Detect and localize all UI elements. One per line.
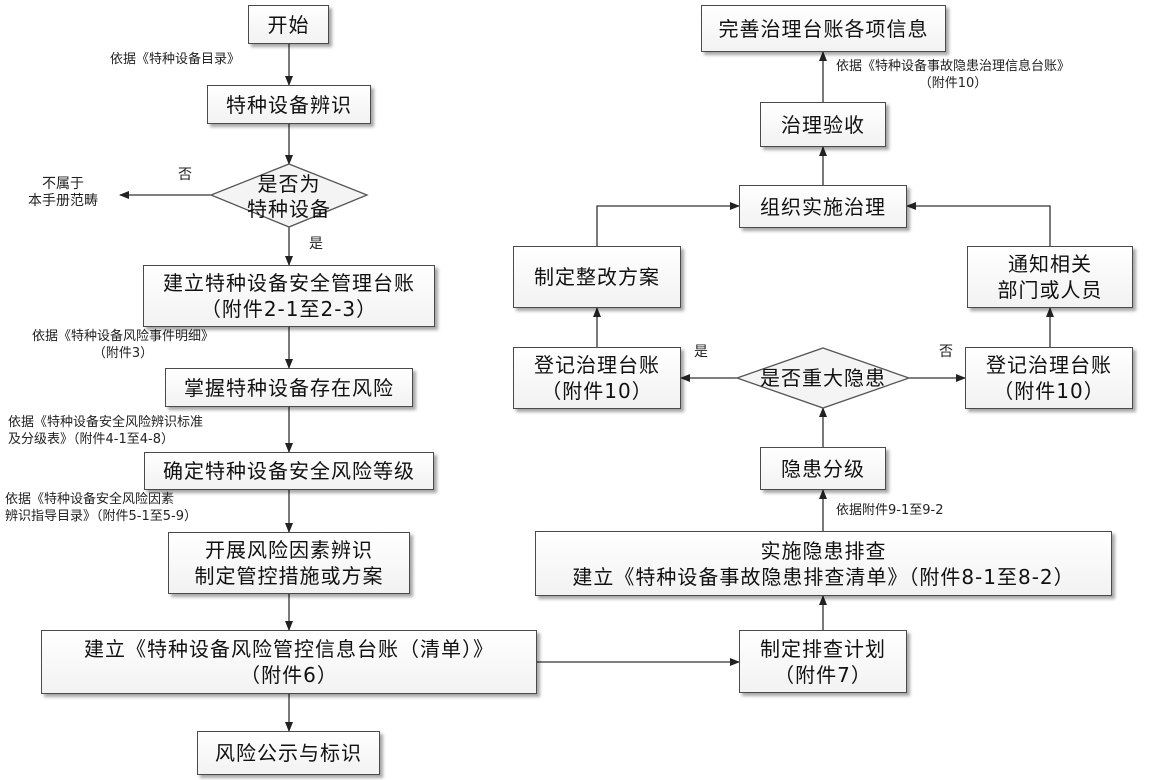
decision-line-1: 是否为 bbox=[257, 172, 321, 196]
decision-special-equipment-text: 是否为 特种设备 bbox=[229, 172, 349, 222]
note-classify: 依据附件9-1至9-2 bbox=[836, 503, 944, 518]
excluded-note: 不属于 本手册范畴 bbox=[28, 176, 98, 210]
register-right-line-1: 登记治理台账 bbox=[986, 353, 1112, 377]
yes-label-right: 是 bbox=[694, 344, 708, 360]
publish-step: 风险公示与标识 bbox=[197, 731, 380, 775]
determine-level-step: 确定特种设备安全风险等级 bbox=[144, 452, 434, 490]
arrow-notify-implement bbox=[906, 202, 1051, 246]
arrow-plan-implement bbox=[596, 202, 740, 246]
classify-step: 隐患分级 bbox=[760, 447, 886, 490]
implement-step: 组织实施治理 bbox=[739, 185, 907, 228]
inspect-line-2: 建立《特种设备事故隐患排查清单》（附件8-1至8-2） bbox=[572, 564, 1075, 589]
rectify-plan-step: 制定整改方案 bbox=[513, 246, 681, 308]
note-hazard-ledger: 依据《特种设备事故隐患治理信息台账》 （附件10） bbox=[836, 58, 1070, 92]
identify-step: 特种设备辨识 bbox=[207, 85, 371, 124]
classify-label: 隐患分级 bbox=[781, 456, 865, 481]
factor-line-1: 开展风险因素辨识 bbox=[205, 538, 373, 562]
decision-major-hazard-text: 是否重大隐患 bbox=[748, 366, 898, 391]
inspect-step: 实施隐患排查 建立《特种设备事故隐患排查清单》（附件8-1至8-2） bbox=[535, 531, 1112, 596]
note-grading-line-1: 依据《特种设备安全风险辨识标准 bbox=[8, 415, 204, 430]
safety-ledger-line-2: （附件2-1至2-3） bbox=[200, 297, 378, 321]
excluded-line-2: 本手册范畴 bbox=[28, 193, 98, 209]
rectify-plan-label: 制定整改方案 bbox=[534, 265, 660, 289]
control-ledger-line-2: （附件6） bbox=[240, 663, 338, 687]
note-grading: 依据《特种设备安全风险辨识标准 及分级表》（附件4-1至4-8） bbox=[8, 414, 203, 448]
improve-step: 完善治理台账各项信息 bbox=[701, 5, 946, 52]
decision-diamond-major-hazard bbox=[735, 347, 911, 409]
notify-step: 通知相关 部门或人员 bbox=[967, 246, 1133, 308]
note-catalog: 依据《特种设备目录》 bbox=[110, 52, 241, 67]
notify-line-1: 通知相关 bbox=[1008, 252, 1092, 276]
no-label-left: 否 bbox=[178, 167, 192, 183]
note-guide-line-1: 依据《特种设备安全风险因素 bbox=[5, 492, 175, 507]
safety-ledger-line-1: 建立特种设备安全管理台账 bbox=[163, 271, 415, 295]
identify-label: 特种设备辨识 bbox=[226, 92, 352, 117]
master-risk-step: 掌握特种设备存在风险 bbox=[165, 368, 413, 407]
plan-line-1: 制定排查计划 bbox=[760, 636, 886, 661]
inspect-line-1: 实施隐患排查 bbox=[760, 538, 887, 563]
publish-label: 风险公示与标识 bbox=[215, 741, 362, 765]
register-left-line-2: （附件10） bbox=[541, 379, 653, 403]
decision-line-2: 特种设备 bbox=[247, 197, 331, 221]
notify-line-2: 部门或人员 bbox=[997, 278, 1103, 302]
control-ledger-line-1: 建立《特种设备风险管控信息台账（清单）》 bbox=[84, 637, 494, 661]
acceptance-step: 治理验收 bbox=[760, 102, 886, 147]
improve-label: 完善治理台账各项信息 bbox=[718, 16, 929, 41]
note-hazard-ledger-line-1: 依据《特种设备事故隐患治理信息台账》 bbox=[836, 59, 1071, 74]
register-left-line-1: 登记治理台账 bbox=[534, 353, 660, 377]
note-guide-line-2: 辨识指导目录》（附件5-1至5-9） bbox=[5, 509, 197, 524]
major-decision-label: 是否重大隐患 bbox=[760, 366, 886, 390]
control-ledger-step: 建立《特种设备风险管控信息台账（清单）》 （附件6） bbox=[41, 630, 537, 694]
safety-ledger-step: 建立特种设备安全管理台账 （附件2-1至2-3） bbox=[143, 265, 435, 327]
note-risk-events: 依据《特种设备风险事件明细》 （附件3） bbox=[32, 328, 214, 362]
master-risk-label: 掌握特种设备存在风险 bbox=[184, 375, 394, 400]
implement-label: 组织实施治理 bbox=[760, 194, 886, 219]
acceptance-label: 治理验收 bbox=[781, 112, 865, 137]
yes-label-left: 是 bbox=[309, 236, 323, 252]
note-hazard-ledger-line-2: （附件10） bbox=[918, 76, 988, 91]
determine-level-label: 确定特种设备安全风险等级 bbox=[163, 459, 415, 483]
note-guide: 依据《特种设备安全风险因素 辨识指导目录》（附件5-1至5-9） bbox=[5, 491, 197, 525]
decision-diamond-special-equipment bbox=[209, 163, 369, 228]
start-node: 开始 bbox=[248, 5, 329, 44]
register-right-step: 登记治理台账 （附件10） bbox=[965, 347, 1133, 409]
plan-step: 制定排查计划 （附件7） bbox=[739, 630, 907, 693]
factor-line-2: 制定管控措施或方案 bbox=[194, 564, 384, 588]
register-right-line-2: （附件10） bbox=[993, 379, 1105, 403]
note-risk-events-line-2: （附件3） bbox=[92, 346, 154, 361]
plan-line-2: （附件7） bbox=[774, 662, 872, 687]
note-grading-line-2: 及分级表》（附件4-1至4-8） bbox=[8, 432, 174, 447]
no-label-right: 否 bbox=[939, 344, 953, 360]
excluded-line-1: 不属于 bbox=[42, 176, 84, 192]
register-left-step: 登记治理台账 （附件10） bbox=[513, 347, 681, 409]
start-label: 开始 bbox=[267, 12, 310, 37]
note-risk-events-line-1: 依据《特种设备风险事件明细》 bbox=[32, 329, 215, 344]
factor-step: 开展风险因素辨识 制定管控措施或方案 bbox=[168, 532, 410, 594]
